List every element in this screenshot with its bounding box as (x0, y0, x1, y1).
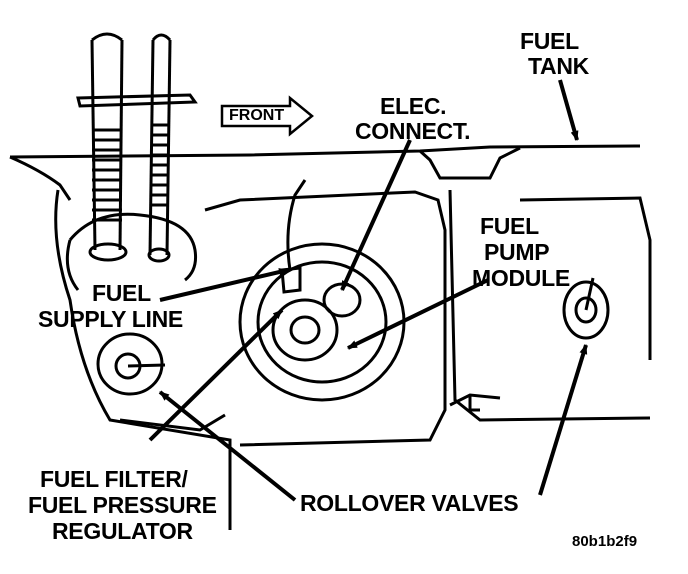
fuel-pump-module-label-1: FUEL (480, 213, 539, 239)
front-arrow (220, 95, 314, 137)
figure-id: 80b1b2f9 (572, 533, 638, 550)
fuel-filter-label-2: FUEL PRESSURE (28, 492, 217, 518)
fuel-pump-module-arrow (347, 278, 489, 350)
elec-connect-label-2: CONNECT. (355, 118, 471, 144)
front-label: FRONT (229, 107, 285, 124)
leader-arrows (148, 79, 588, 502)
elec-connect-arrow (340, 139, 412, 291)
fuel-tank-label-2: TANK (528, 53, 589, 79)
rollover-arrow-right (538, 344, 588, 496)
fuel-supply-line-label-2: SUPPLY LINE (38, 306, 183, 332)
fuel-filter-arrow (148, 308, 284, 442)
rollover-valve-left (96, 332, 166, 396)
rollover-valves-label: ROLLOVER VALVES (300, 490, 519, 516)
fuel-pump-module-label-3: MODULE (472, 265, 570, 291)
fuel-pump-module-label-2: PUMP (484, 239, 550, 265)
fuel-filter-label-3: REGULATOR (52, 518, 193, 544)
fuel-filter-label-1: FUEL FILTER/ (40, 466, 188, 492)
fuel-tank-arrow (558, 79, 579, 141)
fuel-supply-line-label-1: FUEL (92, 280, 151, 306)
pump-module (238, 179, 406, 402)
elec-connect-label-1: ELEC. (380, 93, 447, 119)
rollover-valve-right (562, 277, 610, 340)
fuel-supply-line-arrow (159, 268, 289, 302)
rollover-arrow-left (158, 390, 297, 502)
fuel-hoses (76, 32, 198, 263)
fuel-tank-label-1: FUEL (520, 28, 579, 54)
